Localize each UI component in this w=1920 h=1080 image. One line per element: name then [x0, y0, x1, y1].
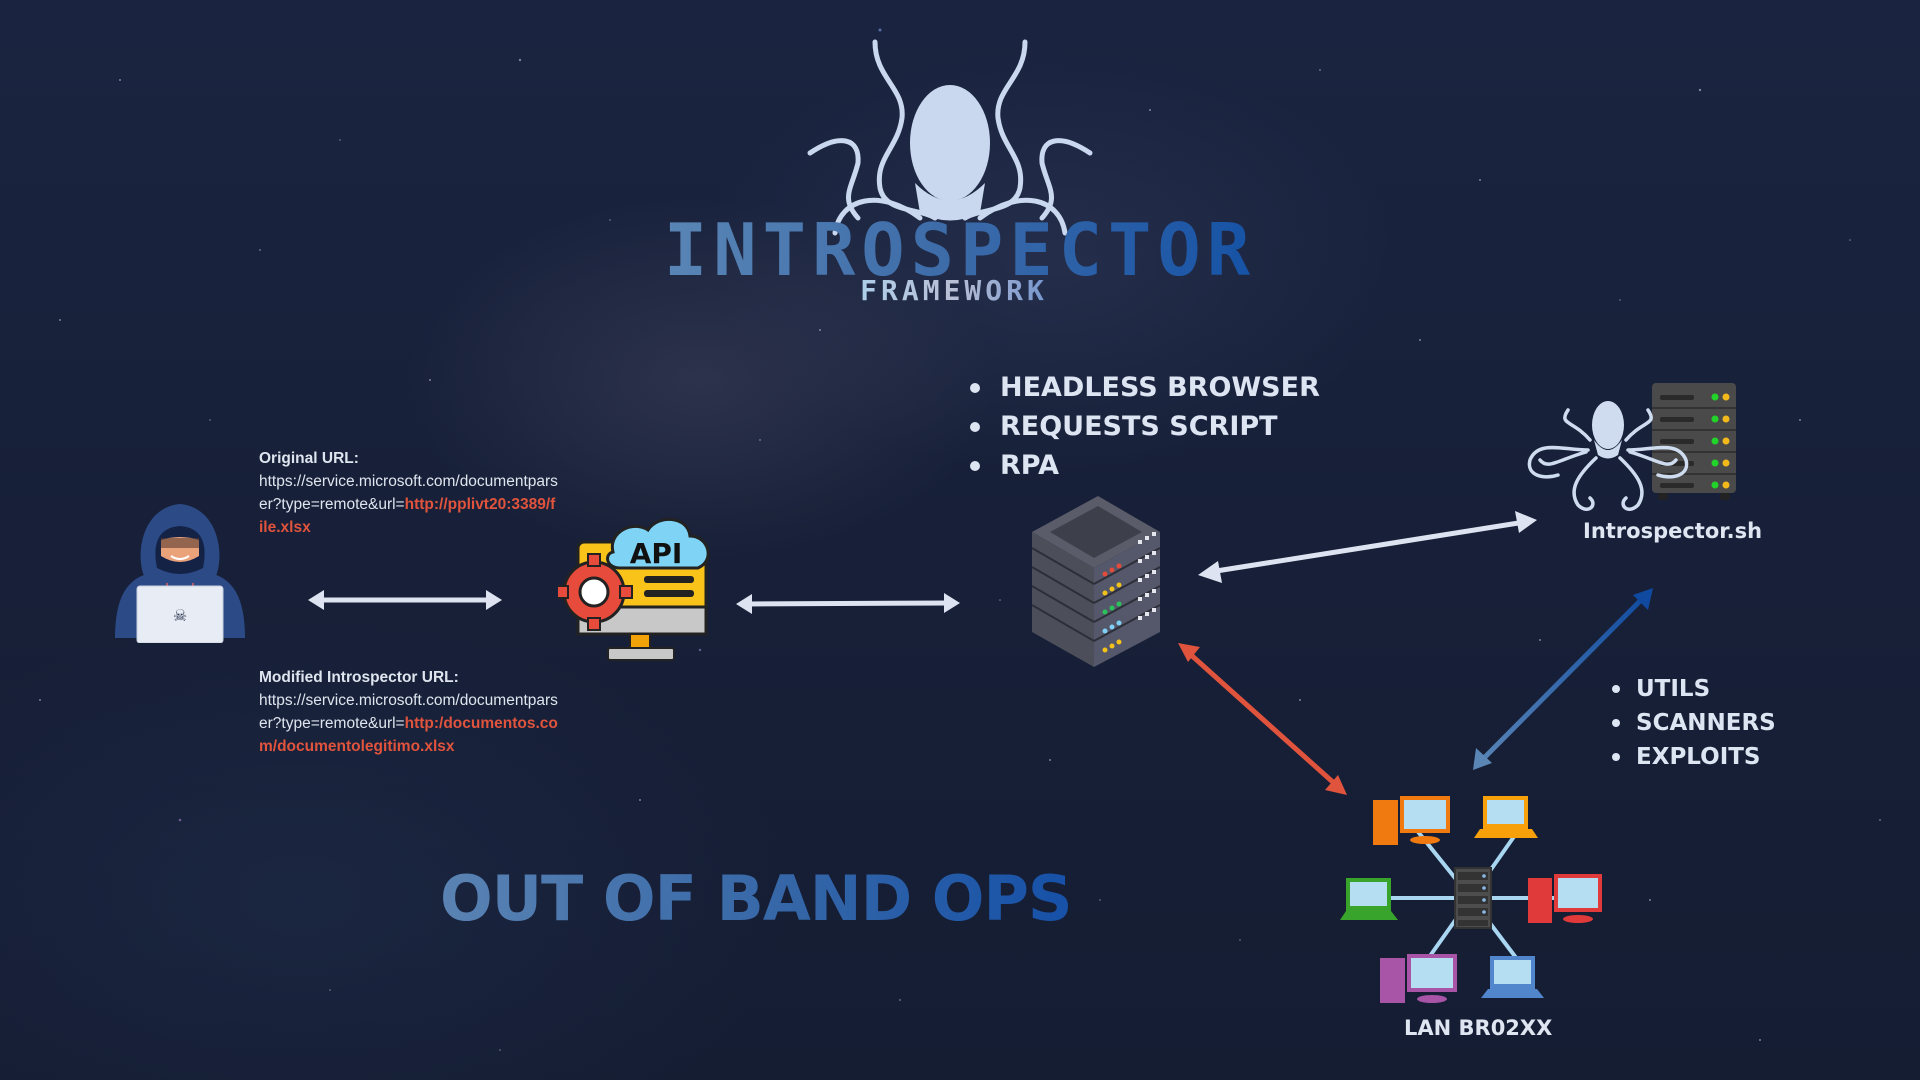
capability-item: REQUESTS SCRIPT	[968, 407, 1320, 446]
arrow-introspector-lan	[1473, 588, 1653, 770]
arrow-server-introspector	[1198, 511, 1537, 583]
arrow-attacker-api	[308, 590, 502, 610]
tool-item: UTILS	[1610, 672, 1776, 706]
octopus-logo-icon	[807, 39, 1093, 236]
network-topology-icon	[1340, 796, 1602, 1003]
arrow-server-lan	[1178, 643, 1347, 795]
original-url-highlight: http://pplivt20:3389/file.xlsx	[259, 496, 556, 536]
original-url-label: Original URL:	[259, 450, 359, 467]
modified-url-highlight: http:/documentos.com/documentolegitimo.x…	[259, 715, 558, 755]
tool-item: EXPLOITS	[1610, 740, 1776, 774]
server-rack-icon	[1031, 496, 1161, 667]
api-gear-monitor-icon: API	[558, 517, 710, 661]
octopus-server-icon	[1527, 383, 1736, 511]
original-url-base: https://service.microsoft.com/documentpa…	[259, 473, 558, 513]
hacker-icon: ☠	[115, 504, 245, 643]
introspector-tools-list: UTILS SCANNERS EXPLOITS	[1610, 672, 1776, 774]
footer-title: OUT OF BAND OPS	[440, 862, 1073, 935]
original-url-block: Original URL: https://service.microsoft.…	[259, 447, 559, 539]
tool-item: SCANNERS	[1610, 706, 1776, 740]
api-label: API	[630, 537, 683, 570]
app-subtitle: FRAMEWORK	[826, 276, 1082, 306]
modified-url-label: Modified Introspector URL:	[259, 669, 459, 686]
lan-label: LAN BR02XX	[1404, 1016, 1553, 1040]
modified-url-base: https://service.microsoft.com/documentpa…	[259, 692, 558, 732]
svg-text:☠: ☠	[173, 606, 187, 625]
server-capabilities-list: HEADLESS BROWSER REQUESTS SCRIPT RPA	[968, 368, 1320, 485]
introspector-label: Introspector.sh	[1583, 519, 1763, 543]
app-title: INTROSPECTOR	[658, 214, 1262, 286]
arrow-api-server	[736, 593, 960, 614]
capability-item: HEADLESS BROWSER	[968, 368, 1320, 407]
capability-item: RPA	[968, 446, 1320, 485]
modified-url-block: Modified Introspector URL: https://servi…	[259, 666, 559, 758]
